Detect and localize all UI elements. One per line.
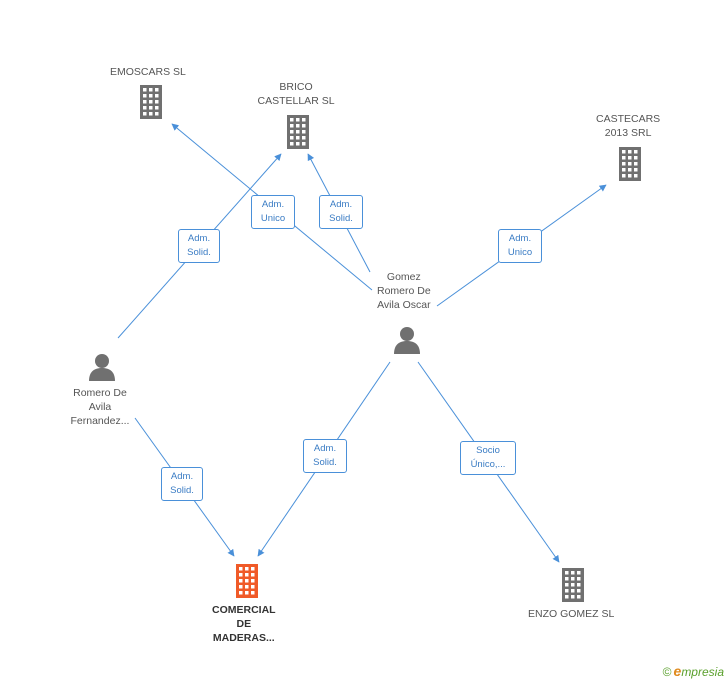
copyright-symbol: © xyxy=(662,665,672,679)
edge-label-line: Solid. xyxy=(329,213,353,224)
empresia-logo-text: mpresia xyxy=(681,665,724,679)
edge-label-line: Adm. xyxy=(313,443,337,454)
person-icon[interactable] xyxy=(87,352,117,387)
node-label-line: Avila xyxy=(88,401,112,413)
edge-label-line: Adm. xyxy=(170,471,194,482)
node-label-comercial[interactable]: COMERCIAL DE MADERAS... xyxy=(212,603,276,645)
edge-label-gomez-brico[interactable]: Adm. Solid. xyxy=(319,195,363,229)
building-icon[interactable] xyxy=(234,564,260,603)
building-icon[interactable] xyxy=(560,568,586,607)
node-label-line: EMOSCARS SL xyxy=(110,66,186,78)
node-label-line: Avila Oscar xyxy=(377,299,431,311)
edge-label-line: Adm. xyxy=(508,233,532,244)
edge-label-line: Unico xyxy=(260,213,286,224)
edge-label-gomez-comercial[interactable]: Adm. Solid. xyxy=(303,439,347,473)
node-label-emoscars[interactable]: EMOSCARS SL xyxy=(110,65,186,79)
building-icon[interactable] xyxy=(285,115,311,154)
node-label-line: CASTECARS xyxy=(596,113,661,125)
edge-label-line: Socio xyxy=(476,445,500,456)
node-label-castecars[interactable]: CASTECARS 2013 SRL xyxy=(596,112,660,140)
node-label-line: MADERAS... xyxy=(212,632,275,644)
empresia-watermark[interactable]: ©empresia xyxy=(663,663,724,679)
edge-label-line: Solid. xyxy=(187,247,211,258)
edge-label-gomez-castecars[interactable]: Adm. Unico xyxy=(498,229,542,263)
building-icon[interactable] xyxy=(617,147,643,186)
node-label-line: Romero De xyxy=(377,285,431,297)
node-label-line: BRICO xyxy=(279,81,313,93)
node-label-line: COMERCIAL xyxy=(212,604,276,616)
edge-label-romero-brico[interactable]: Adm. Solid. xyxy=(178,229,220,263)
edge-label-gomez-emoscars[interactable]: Adm. Unico xyxy=(251,195,295,229)
edge-label-line: Unico xyxy=(507,247,533,258)
person-icon[interactable] xyxy=(392,325,422,360)
node-label-line: 2013 SRL xyxy=(604,127,652,139)
node-label-line: Fernandez... xyxy=(70,415,130,427)
node-label-enzo[interactable]: ENZO GOMEZ SL xyxy=(528,607,614,621)
edge-label-romero-comercial[interactable]: Adm. Solid. xyxy=(161,467,203,501)
node-label-line: CASTELLAR SL xyxy=(257,95,335,107)
node-label-line: Romero De xyxy=(73,387,127,399)
edge-label-line: Solid. xyxy=(170,485,194,496)
edge-label-line: Único,... xyxy=(470,459,506,470)
edge-label-line: Solid. xyxy=(313,457,337,468)
empresia-logo-initial: e xyxy=(673,663,682,679)
node-label-line: ENZO GOMEZ SL xyxy=(528,608,615,620)
node-label-line: Gomez xyxy=(386,271,421,283)
edge-label-line: Adm. xyxy=(187,233,211,244)
edge-label-line: Adm. xyxy=(261,199,285,210)
building-icon[interactable] xyxy=(138,85,164,124)
node-label-brico[interactable]: BRICO CASTELLAR SL xyxy=(258,80,335,108)
node-label-line: DE xyxy=(236,618,252,630)
edge-label-line: Adm. xyxy=(329,199,353,210)
